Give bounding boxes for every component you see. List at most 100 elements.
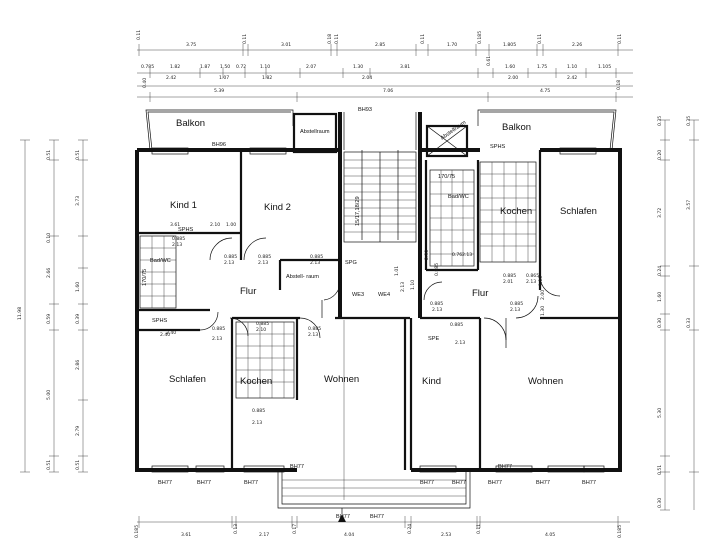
dim-row2-5: 0.72	[236, 64, 246, 70]
room-dim: 2.13	[310, 260, 320, 266]
room-dim: 0.885	[510, 301, 523, 307]
room-label-flur-left: Flur	[240, 286, 256, 297]
dim-top-10: 1.805	[503, 42, 516, 48]
room-dim: 2.10	[256, 327, 266, 333]
dim-row2-12: 1.75	[537, 64, 547, 70]
room-label-wohnen-right: Wohnen	[528, 376, 563, 387]
dim-bottom-2: 3.61	[181, 532, 191, 538]
dim-top-9: 0.185	[477, 31, 483, 44]
left-dimension-lines: 11.98 0.51 0.10 2.66 0.59 0.51 0.51 3.73…	[17, 139, 88, 473]
dim-right-inner-8: 0.51	[657, 465, 663, 475]
small-dim: 1.10	[538, 276, 544, 286]
room-dim: 0.885	[308, 326, 321, 332]
room-dim: 2.13	[224, 260, 234, 266]
dim-row4-5: 0.18	[616, 80, 622, 90]
dim-left-outer: 11.98	[17, 307, 23, 320]
stair-step-count: 15/17,18/29	[355, 196, 361, 226]
dim-right-inner-6: 0.30	[657, 318, 663, 328]
label-sphs-left: SPHS	[178, 227, 194, 233]
room-dim: 0.885	[212, 326, 225, 332]
dim-right-inner-2: 0.20	[657, 150, 663, 160]
room-dim: 0.885	[256, 321, 269, 327]
dim-row2-1: 0.785	[141, 64, 154, 70]
bottom-dimension-lines: 0.185 3.61 0.13 2.17 0.17 4.04 0.24 2.53…	[134, 516, 630, 538]
dim-top-7: 0.11	[420, 34, 426, 44]
room-label-wohnen-left: Wohnen	[324, 374, 359, 385]
dim-row4-3: 7.06	[383, 88, 393, 94]
abstellraum-right	[425, 124, 469, 158]
dim-row2-14: 1.105	[598, 64, 611, 70]
label-we3: WE3	[352, 292, 364, 298]
small-dim: 1.00	[226, 222, 236, 228]
room-dim: 2.13	[172, 242, 182, 248]
small-dim: 3.61	[170, 222, 180, 228]
dim-row2-3: 1.87	[200, 64, 210, 70]
dim-top-11: 0.11	[537, 34, 543, 44]
room-label-abstellraum-right: Abstellraum	[440, 120, 468, 142]
door-swings	[199, 237, 561, 348]
room-label-kind2: Kind 2	[264, 202, 291, 213]
dim-row3-6: 2.42	[567, 75, 577, 81]
room-label-balkon-left: Balkon	[176, 118, 205, 129]
dim-right-outer-4: 0.30	[657, 498, 663, 508]
dim-row2-2: 1.82	[170, 64, 180, 70]
room-label-kochen-left: Kochen	[240, 376, 272, 387]
room-label-balkon-right: Balkon	[502, 122, 531, 133]
dim-left-inner-3: 1.60	[75, 282, 81, 292]
room-dim: 0.885	[252, 408, 265, 414]
room-dim: 2.13	[308, 332, 318, 338]
dim-top-2: 0.11	[242, 34, 248, 44]
label-bh77: BH77	[158, 480, 172, 486]
small-dim: 2.00	[540, 290, 546, 300]
room-label-schlafen-left: Schlafen	[169, 374, 206, 385]
top-dimension-lines: 0.11 3.75 0.11 3.01 0.18 0.11 2.85 0.11 …	[136, 30, 633, 102]
room-dim: 0.885	[434, 263, 440, 276]
dim-left-inner-6: 5.00	[46, 390, 52, 400]
dim-left-inner-4: 0.39	[75, 314, 81, 324]
dim-bottom-11: 0.185	[617, 525, 623, 538]
bh77-labels: BH77 BH77 BH77 BH77 BH77 BH77 BH77 BH77 …	[158, 464, 596, 520]
dim-right-inner-5: 1.60	[657, 292, 663, 302]
dim-left-inner-2: 3.73	[75, 196, 81, 206]
room-dim: 0.76	[452, 252, 462, 258]
entrance-porch	[277, 320, 471, 509]
label-bh77: BH77	[244, 480, 258, 486]
windows	[151, 147, 605, 473]
dim-row2-13: 1.10	[567, 64, 577, 70]
dim-row3-1: 2.42	[166, 75, 176, 81]
dim-left-mid-3: 2.66	[46, 268, 52, 278]
label-spg-center: SPG	[345, 260, 357, 266]
dim-bottom-10: 4.05	[545, 532, 555, 538]
dim-left-mid-1: 0.51	[46, 150, 52, 160]
dim-row3-4: 2.04	[362, 75, 372, 81]
kitchen-right-tiles	[479, 161, 537, 263]
dim-bottom-1: 0.185	[134, 525, 140, 538]
dim-right-inner-7: 5.30	[657, 408, 663, 418]
dim-left-inner-1: 0.51	[75, 150, 81, 160]
dim-row2-11: 1.60	[505, 64, 515, 70]
label-sphs-top-right: SPHS	[490, 144, 506, 150]
room-dim: 2.40	[166, 330, 176, 336]
room-dim: 0.865	[526, 273, 539, 279]
room-label-kind: Kind	[422, 376, 441, 387]
room-dimension-labels: 0.885 2.13 0.885 2.13 0.885 2.13 0.885 2…	[166, 236, 539, 426]
room-dim: 2.13	[526, 279, 536, 285]
label-bh93: BH93	[358, 107, 372, 113]
dim-top-6: 2.85	[375, 42, 385, 48]
label-bh77: BH77	[290, 464, 304, 470]
dim-right-outer-2: 3.57	[686, 200, 692, 210]
room-dim: 2.13	[432, 307, 442, 313]
room-label-abstell-small: Abstell- raum	[286, 274, 319, 280]
room-dim: 2.13	[455, 340, 465, 346]
label-bh77: BH77	[370, 514, 384, 520]
dim-bottom-8: 2.53	[441, 532, 451, 538]
label-sphs-bottom-left: SPHS	[152, 318, 168, 324]
dim-row2-8: 1.30	[353, 64, 363, 70]
dim-top-8: 1.70	[447, 42, 457, 48]
dim-top-13: 0.11	[617, 34, 623, 44]
bathroom-right	[429, 169, 475, 267]
room-dim: 0.885	[430, 301, 443, 307]
dim-bottom-9: 0.11	[476, 524, 482, 534]
right-dimension-lines: 0.35 0.20 3.72 0.24 1.60 0.30 5.30 0.51 …	[657, 116, 699, 511]
